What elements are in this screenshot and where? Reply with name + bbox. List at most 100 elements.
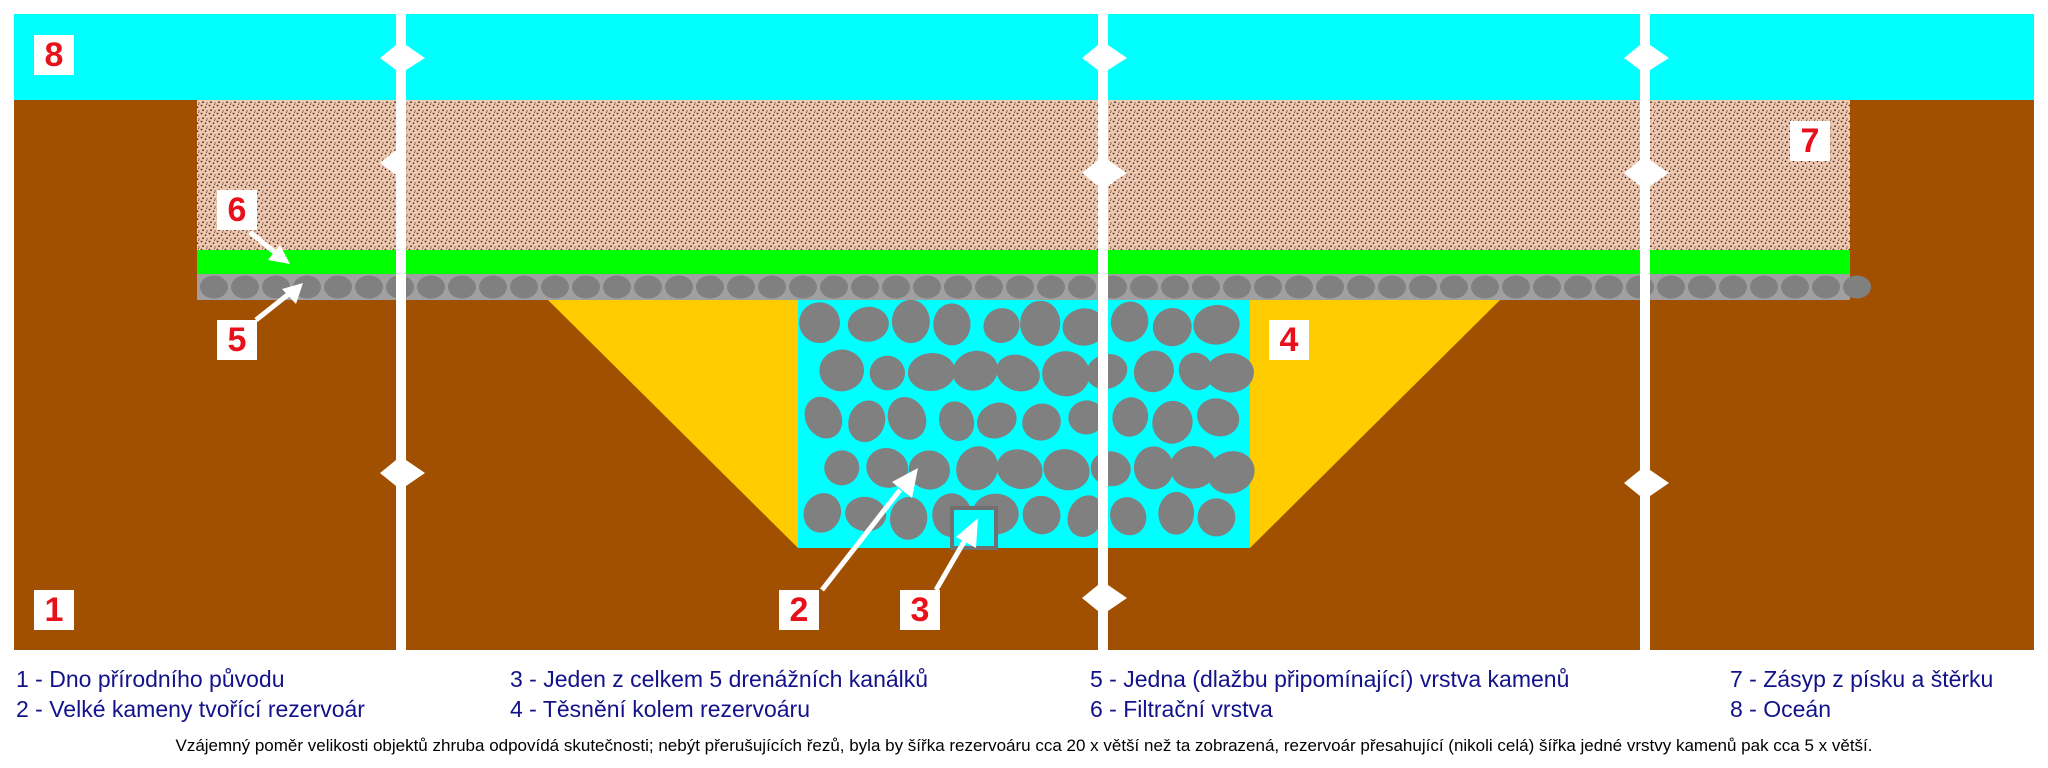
arrow-3-head [956,518,978,548]
break-line-1 [380,14,425,650]
backfill-layer [197,100,1850,250]
marker-5: 5 [217,320,257,360]
arrow-5 [254,291,292,322]
reservoir-stone [804,396,843,439]
reservoir-stone [933,303,971,346]
paving-stone [510,275,538,299]
reservoir-stone [1110,497,1147,536]
paving-stone [1068,275,1096,299]
arrow-5-head [282,283,303,304]
paving-stone [1440,275,1468,299]
reservoir-stone [1206,353,1254,393]
reservoir-stone [1133,446,1174,490]
paving-stone [1409,275,1437,299]
legend-column-1: 1 - Dno přírodního původu 2 - Velké kame… [16,664,365,724]
paving-stone [1595,275,1623,299]
paving-stone [727,275,755,299]
paving-stone [1254,275,1282,299]
paving-stone [1192,275,1220,299]
paving-stone [1812,275,1840,299]
paving-stone [758,275,786,299]
legend-item-7: 7 - Zásyp z písku a štěrku [1730,666,1994,692]
reservoir-stone [891,299,930,344]
paving-stone [262,275,290,299]
paving-stone [1502,275,1530,299]
arrow-2-head [892,468,918,498]
paving-stone [1688,275,1716,299]
paving-stone [1161,275,1189,299]
reservoir-stone [956,446,998,491]
legend-item-8: 8 - Oceán [1730,696,1831,722]
cross-section-diagram [14,14,2034,650]
break-line-3 [1624,14,1669,650]
paving-stone [572,275,600,299]
paving-stone [975,275,1003,299]
reservoir-stone [1067,495,1104,538]
footnote: Vzájemný poměr velikosti objektů zhruba … [175,736,1873,755]
reservoir-stone [887,397,927,440]
paving-stone [1285,275,1313,299]
reservoir-stone [1207,451,1255,494]
paving-stone [1719,275,1747,299]
marker-8: 8 [34,35,74,75]
paving-stone [417,275,445,299]
paving-stone [1006,275,1034,299]
reservoir-stone [996,354,1040,392]
paving-stone [1037,275,1065,299]
paving-stone [665,275,693,299]
paving-stone [1750,275,1778,299]
legend-item-6: 6 - Filtrační vrstva [1090,696,1273,722]
paving-stone [200,275,228,299]
reservoir-stone [1062,308,1106,346]
filter-layer [197,250,1850,274]
paving-stone [479,275,507,299]
reservoir-stone [799,302,841,343]
paving-stone [1378,275,1406,299]
reservoir-stone [824,450,860,486]
paving-stone [355,275,383,299]
reservoir-stone [803,493,842,533]
paving-stone [1657,275,1685,299]
marker-4: 4 [1269,320,1309,360]
reservoir-stone [1178,352,1214,391]
arrow-2 [820,488,902,592]
reservoir-stone [847,306,889,342]
reservoir-stone [976,402,1017,439]
paving-stone [1781,275,1809,299]
paving-stone [851,275,879,299]
reservoir-stone [983,308,1020,344]
paving-stone [820,275,848,299]
marker-3: 3 [900,590,940,630]
marker-7: 7 [1790,121,1830,161]
break-line-2 [1082,14,1127,650]
reservoir-stone [869,355,905,391]
paving-stone [448,275,476,299]
reservoir-stone [1068,400,1105,435]
paving-stone [634,275,662,299]
arrow-6 [248,230,280,257]
reservoir-stone [939,401,975,441]
reservoir-stone [907,353,956,391]
reservoir-stone [1020,300,1061,347]
paving-stone [231,275,259,299]
legend-item-5: 5 - Jedna (dlažbu připomínající) vrstva … [1090,666,1570,692]
legend-item-1: 1 - Dno přírodního původu [16,666,285,692]
paving-stone [1533,275,1561,299]
reservoir-stone [1152,400,1193,444]
reservoir-stone [889,496,928,540]
arrows [248,230,978,592]
paving-stone [913,275,941,299]
marker-1: 1 [34,590,74,630]
reservoir-stone [1197,398,1240,437]
reservoir-stone [1152,308,1192,347]
reservoir-stone [1112,397,1149,437]
reservoir-stone [1022,403,1061,441]
reservoir-stone [819,349,865,392]
reservoir-stone [1042,351,1090,397]
reservoir-stone [952,350,998,391]
paving-stone [293,275,321,299]
marker-2: 2 [779,590,819,630]
paving-stone [1223,275,1251,299]
paving-stone [944,275,972,299]
legend-column-4: 7 - Zásyp z písku a štěrku 8 - Oceán [1730,664,1993,724]
